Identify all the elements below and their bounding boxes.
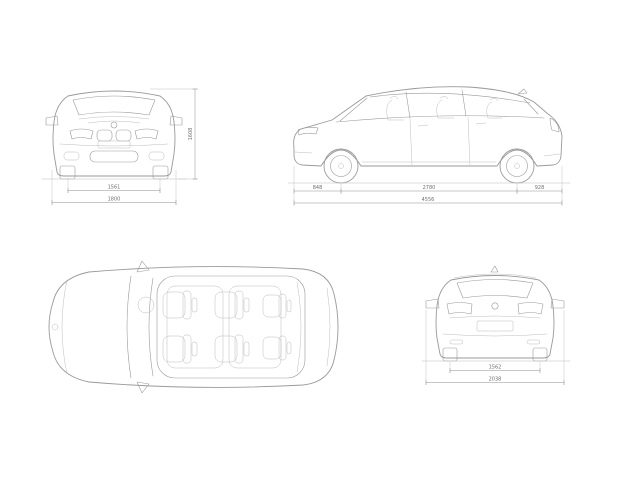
dim-side-segments: 848 2780 928 bbox=[293, 166, 563, 205]
right-taillight bbox=[517, 302, 544, 315]
left-headlight bbox=[69, 128, 94, 140]
side-headlight bbox=[297, 127, 319, 136]
sunroof-front bbox=[166, 285, 224, 369]
right-mirror-top bbox=[136, 381, 150, 394]
rear-window bbox=[456, 279, 534, 299]
bmw-roundel-icon bbox=[51, 323, 59, 331]
door-handles bbox=[417, 122, 487, 127]
roof-inner-line bbox=[369, 92, 531, 104]
rear-car-body bbox=[421, 265, 571, 362]
license-plate bbox=[97, 140, 131, 149]
front-right-tire bbox=[152, 165, 169, 180]
seats-row3 bbox=[262, 293, 292, 361]
belt-line bbox=[335, 115, 545, 123]
rear-track-label: 1562 bbox=[489, 365, 502, 371]
seats-row1 bbox=[162, 290, 198, 364]
sunroof-rear bbox=[228, 285, 282, 369]
front-overhang-label: 848 bbox=[313, 185, 323, 191]
right-reflector bbox=[526, 339, 541, 345]
d-pillar bbox=[523, 98, 539, 115]
door-cut-lines bbox=[409, 116, 471, 167]
seats-row2 bbox=[214, 290, 250, 364]
interior-seats bbox=[386, 96, 503, 121]
right-mirror bbox=[169, 115, 183, 126]
side-view-drawing: 848 2780 928 4556 bbox=[287, 86, 571, 206]
left-mirror bbox=[425, 298, 440, 309]
dim-side-overall-length: 4556 bbox=[293, 197, 563, 206]
front-height-label: 1608 bbox=[188, 128, 194, 141]
front-track-label: 1561 bbox=[108, 185, 121, 191]
hood-line bbox=[61, 279, 68, 375]
bumper-crease bbox=[442, 333, 548, 337]
left-reflector bbox=[449, 339, 464, 345]
dim-rear-width-mirrors: 2038 bbox=[425, 310, 565, 385]
rear-overhang-label: 928 bbox=[535, 185, 545, 191]
kidney-grille bbox=[96, 129, 132, 142]
side-taillight bbox=[549, 117, 560, 133]
front-left-tire bbox=[59, 165, 76, 180]
overall-length-label: 4556 bbox=[422, 197, 435, 203]
front-car-body bbox=[41, 90, 187, 180]
front-width-label: 1800 bbox=[108, 197, 121, 203]
right-foglight bbox=[148, 151, 165, 161]
left-foglight bbox=[63, 151, 80, 161]
tailgate-line bbox=[326, 287, 331, 367]
left-mirror-top bbox=[136, 260, 150, 273]
bmw-roundel-icon bbox=[491, 302, 499, 310]
right-headlight bbox=[134, 128, 159, 140]
dim-rear-track: 1562 bbox=[449, 362, 541, 373]
roof-outline bbox=[156, 275, 306, 379]
bmw-roundel-icon bbox=[110, 121, 118, 129]
steering-wheel bbox=[137, 296, 155, 314]
side-car-body bbox=[287, 86, 571, 184]
a-pillar bbox=[339, 97, 368, 122]
front-wheel bbox=[323, 148, 359, 184]
wheelbase-label: 2780 bbox=[423, 185, 436, 191]
rear-window-line bbox=[296, 281, 302, 373]
rear-left-tire bbox=[442, 347, 458, 362]
rear-wheel bbox=[499, 148, 535, 184]
license-plate bbox=[476, 320, 514, 332]
right-mirror bbox=[550, 298, 565, 309]
rear-width-mirrors-label: 2038 bbox=[489, 377, 502, 383]
front-view-drawing: 1561 1800 1608 bbox=[41, 88, 198, 205]
left-taillight bbox=[446, 302, 473, 315]
rear-view-drawing: 1562 2038 bbox=[421, 265, 571, 385]
roof-antenna bbox=[490, 265, 499, 273]
left-mirror bbox=[45, 115, 59, 126]
dim-front-track: 1561 bbox=[67, 178, 161, 193]
roof-antenna bbox=[517, 88, 528, 95]
top-view-drawing bbox=[48, 260, 339, 394]
roof-spoiler-line bbox=[453, 273, 537, 279]
windshield-top bbox=[148, 277, 154, 377]
windshield-base bbox=[126, 275, 132, 379]
tailgate-crease bbox=[449, 315, 541, 319]
b-pillar bbox=[405, 91, 411, 119]
c-pillar bbox=[461, 89, 467, 117]
dim-front-overall-width: 1800 bbox=[51, 170, 177, 205]
rear-right-tire bbox=[532, 347, 548, 362]
dim-front-height: 1608 bbox=[150, 88, 198, 180]
air-intake bbox=[89, 150, 139, 163]
